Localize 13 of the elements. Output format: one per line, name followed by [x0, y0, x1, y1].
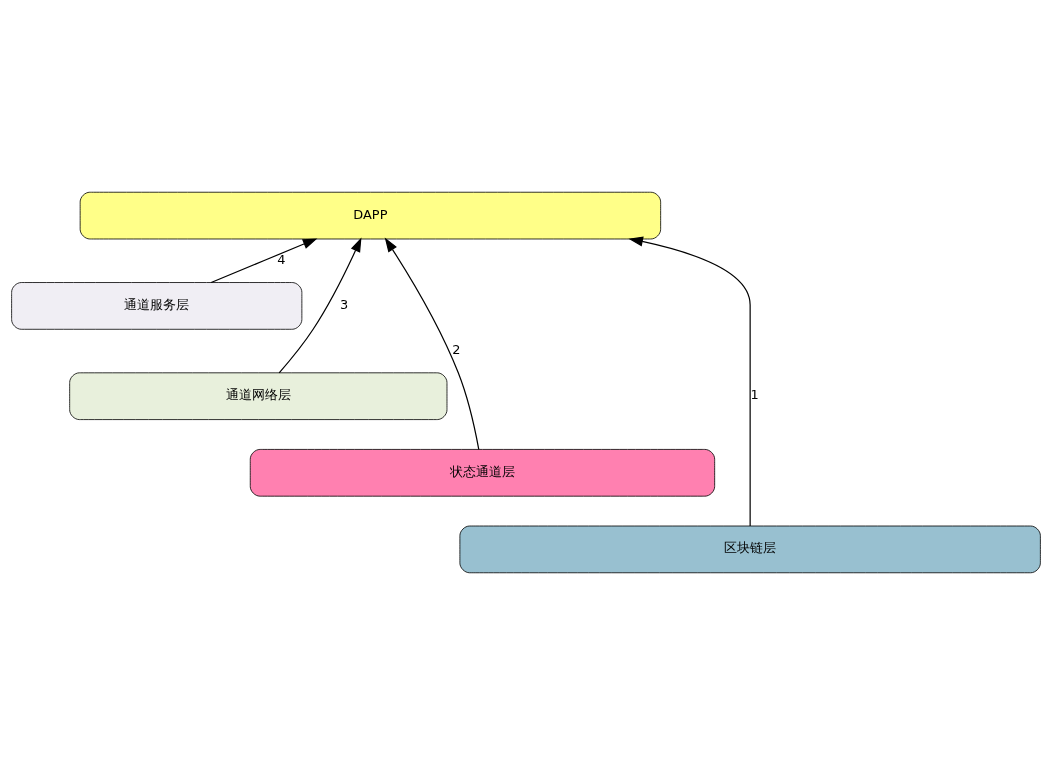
edge-label: 4	[277, 251, 286, 267]
arrow	[278, 237, 362, 374]
edge-label: 1	[750, 387, 759, 403]
node-box: 通道网络层	[69, 372, 448, 420]
edge-label: 2	[452, 342, 461, 358]
node-box: 状态通道层	[249, 449, 716, 497]
arrow	[210, 238, 318, 284]
arrow	[384, 237, 480, 450]
edge-label: 3	[340, 296, 349, 312]
arrow	[628, 236, 751, 527]
node-box: 通道服务层	[11, 282, 303, 330]
node-box: 区块链层	[459, 525, 1041, 574]
node-box: DAPP	[79, 191, 662, 240]
